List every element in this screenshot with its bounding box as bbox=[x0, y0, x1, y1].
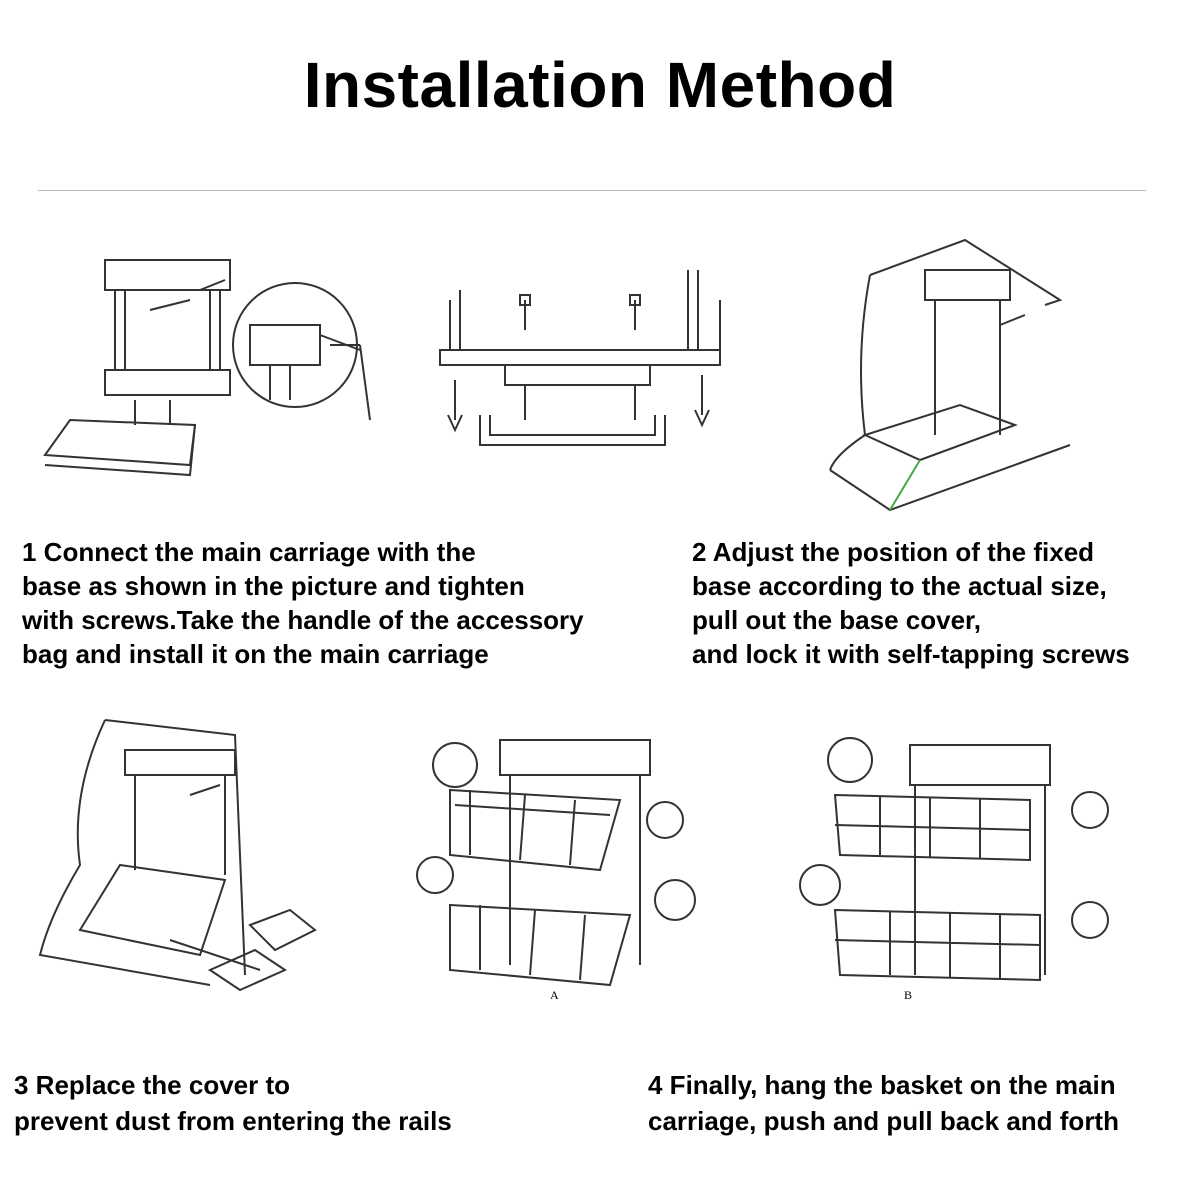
step-1-line: base as shown in the picture and tighten bbox=[22, 571, 525, 601]
step-4-line: carriage, push and pull back and forth bbox=[648, 1106, 1119, 1136]
step-1-line: 1 Connect the main carriage with the bbox=[22, 537, 476, 567]
illustration-basket-a bbox=[416, 739, 696, 987]
step-4-line: 4 Finally, hang the basket on the main bbox=[648, 1070, 1116, 1100]
illustration-basket-b bbox=[799, 737, 1109, 982]
step-1-line: bag and install it on the main carriage bbox=[22, 639, 489, 669]
illustration-connect-carriage bbox=[43, 259, 371, 477]
page-title: Installation Method bbox=[303, 49, 897, 121]
step-2-line: pull out the base cover, bbox=[692, 605, 981, 635]
step-3-line: prevent dust from entering the rails bbox=[14, 1106, 452, 1136]
divider bbox=[38, 190, 1146, 191]
step-2-line: base according to the actual size, bbox=[692, 571, 1107, 601]
step-1-line: with screws.Take the handle of the acces… bbox=[22, 605, 584, 635]
illustration-replace-cover bbox=[38, 719, 317, 992]
figure-label-b: B bbox=[904, 988, 913, 1002]
step-3-line: 3 Replace the cover to bbox=[14, 1070, 290, 1100]
step-2-line: and lock it with self-tapping screws bbox=[692, 639, 1130, 669]
step-2-text: 2 Adjust the position of the fixed base … bbox=[692, 535, 1130, 671]
illustration-cabinet-install bbox=[829, 238, 1071, 512]
step-2-line: 2 Adjust the position of the fixed bbox=[692, 537, 1095, 567]
step-1-text: 1 Connect the main carriage with the bas… bbox=[22, 535, 584, 671]
figure-label-a: A bbox=[550, 988, 559, 1002]
illustration-fixed-base bbox=[439, 270, 721, 446]
step-4-text: 4 Finally, hang the basket on the main c… bbox=[648, 1067, 1119, 1139]
step-3-text: 3 Replace the cover to prevent dust from… bbox=[14, 1067, 452, 1139]
